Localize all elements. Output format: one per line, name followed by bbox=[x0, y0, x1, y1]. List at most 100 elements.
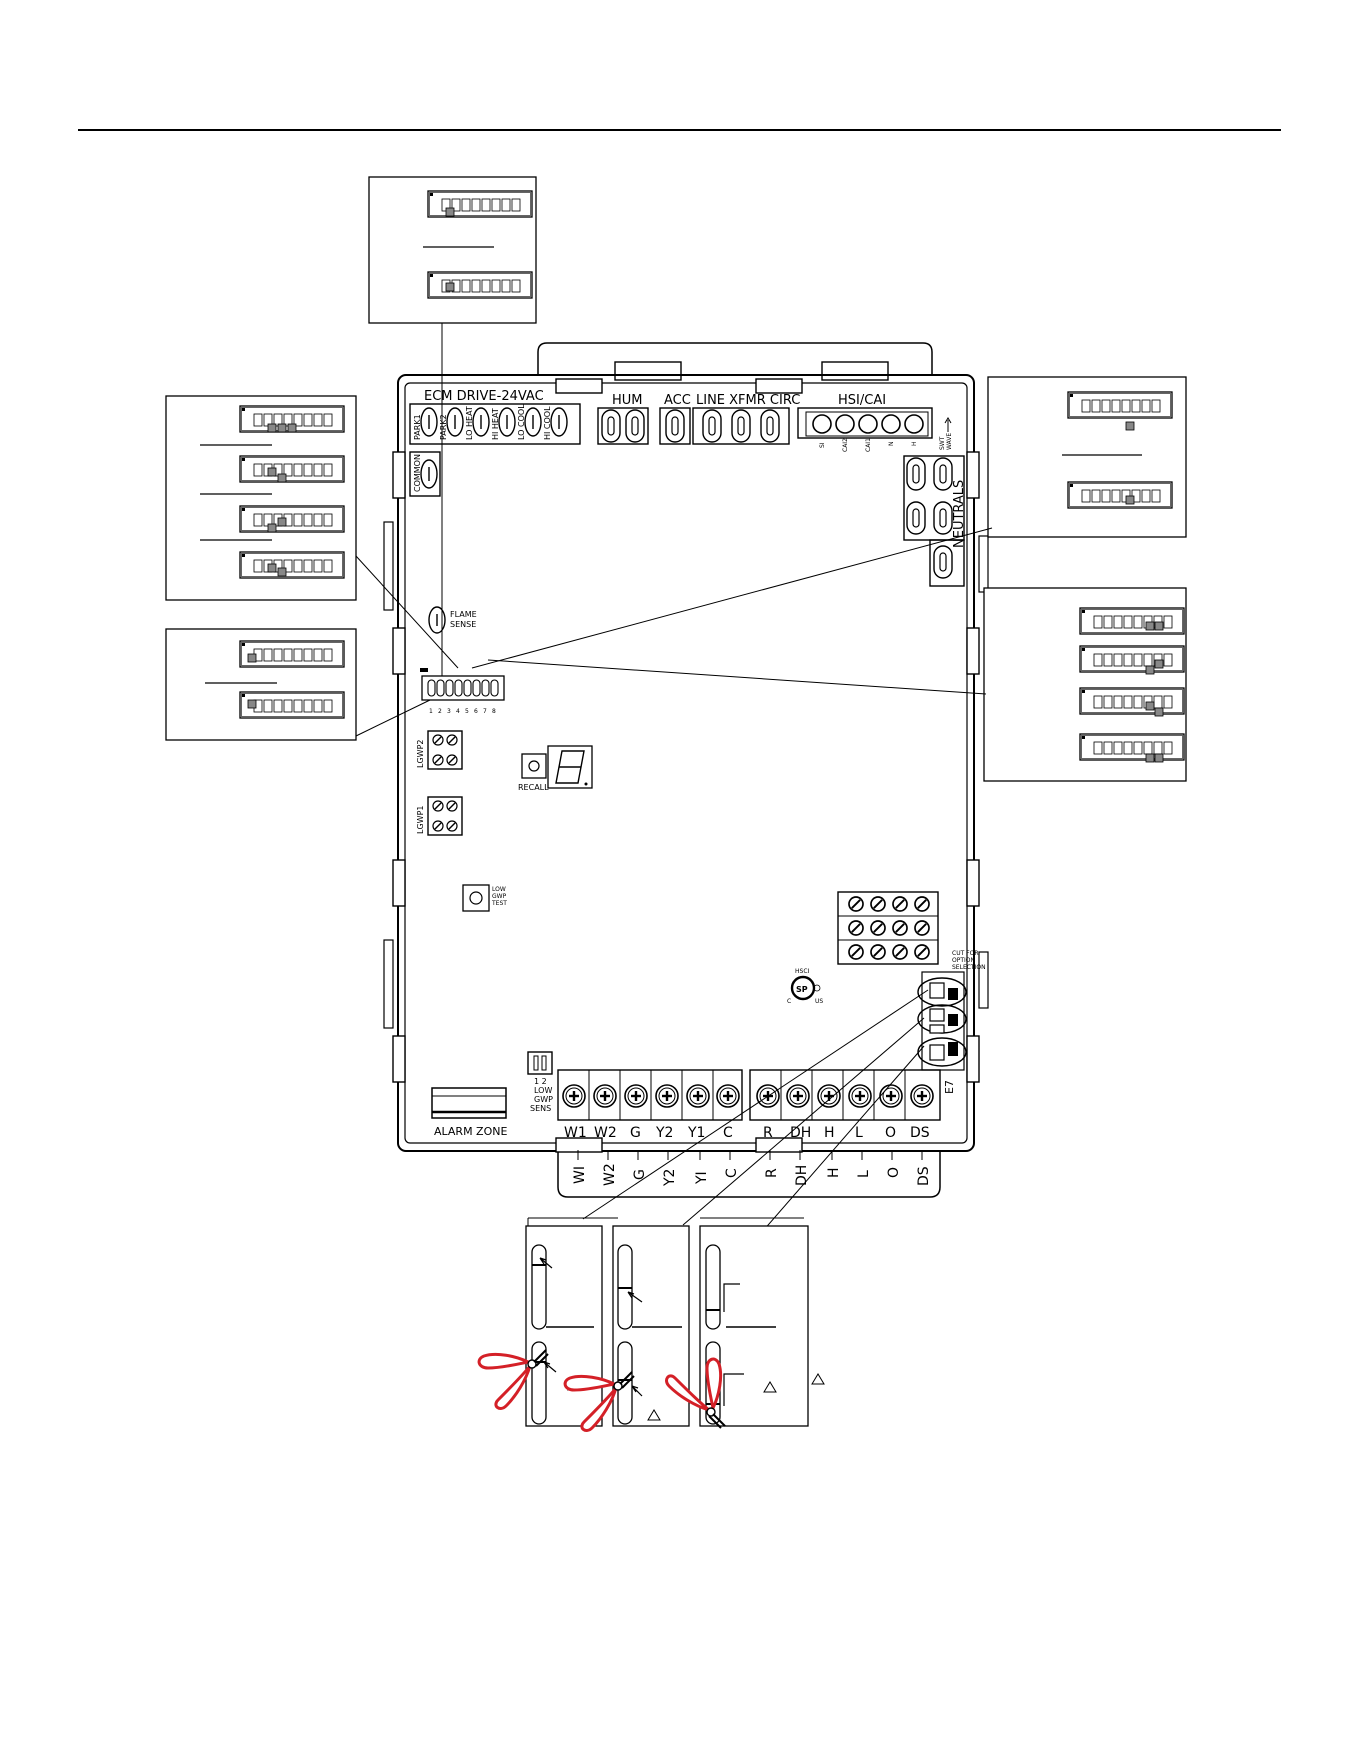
terminal-label-w1: W1 bbox=[564, 1125, 587, 1141]
ecm-tap-label-5: LO COOL bbox=[517, 404, 526, 440]
terminal-strip: W1 W2 G Y2 Y1 C R DH H L O DS E7 bbox=[557, 1069, 956, 1141]
recall-label: RECALL bbox=[518, 783, 549, 792]
dip-number-7: 7 bbox=[483, 708, 487, 715]
terminal-label-y2: Y2 bbox=[655, 1125, 673, 1141]
bottom-label-y2: Y2 bbox=[662, 1169, 678, 1187]
bottom-terminal-labels: WI W2 G Y2 YI C R DH H L O DS bbox=[572, 1150, 932, 1187]
dip-number-2: 2 bbox=[438, 708, 442, 715]
neutrals-label: NEUTRALS bbox=[952, 480, 967, 548]
terminal-label-y1: Y1 bbox=[687, 1125, 705, 1141]
ecm-tap-label-3: LO HEAT bbox=[465, 406, 474, 440]
hsci-label: HSCI bbox=[795, 968, 810, 975]
dip-number-4: 4 bbox=[456, 708, 460, 715]
recall-button[interactable]: RECALL bbox=[518, 753, 549, 792]
cut-for-option-line-2: OPTION bbox=[952, 957, 975, 964]
bottom-label-o: O bbox=[886, 1167, 902, 1178]
e7-label: E7 bbox=[943, 1080, 956, 1094]
flame-sense-line-1: FLAME bbox=[450, 610, 477, 619]
seven-segment-display bbox=[547, 745, 593, 789]
csa-certification-icon: HSCI SP C US bbox=[787, 968, 823, 1005]
hum-label: HUM bbox=[612, 393, 643, 408]
line-xfmr-circ-connector: LINE XFMR CIRC bbox=[692, 393, 800, 445]
flame-sense-line-2: SENSE bbox=[450, 620, 476, 629]
bottom-label-l: L bbox=[856, 1170, 872, 1178]
dip-number-6: 6 bbox=[474, 708, 478, 715]
ecm-tap-label-4: HI HEAT bbox=[491, 408, 500, 440]
low-gwp-sens-line-3: GWP bbox=[534, 1095, 553, 1104]
sw-wave-label: SWTWAVE bbox=[939, 433, 953, 450]
warning-triangle-icon bbox=[811, 1373, 825, 1385]
low-gwp-test-line-2: GWP bbox=[492, 893, 507, 900]
terminal-label-r: R bbox=[763, 1125, 773, 1141]
dip-number-8: 8 bbox=[492, 708, 496, 715]
ecm-tap-label-6: HI COOL bbox=[543, 406, 552, 440]
terminal-label-w2: W2 bbox=[594, 1125, 617, 1141]
bottom-label-yi: YI bbox=[694, 1171, 710, 1185]
low-gwp-test-line-1: LOW bbox=[492, 886, 506, 893]
hsi-pin-label-5: H bbox=[911, 441, 918, 446]
dip-number-5: 5 bbox=[465, 708, 469, 715]
cut-for-option-line-3: SELECTION bbox=[952, 964, 986, 971]
low-gwp-sens-line-1: 1 2 bbox=[534, 1077, 547, 1086]
bottom-label-g: G bbox=[632, 1169, 648, 1180]
dip-number-3: 3 bbox=[447, 708, 451, 715]
hsi-pin-label-1: SI bbox=[819, 442, 826, 448]
dip-number-1: 1 bbox=[429, 708, 433, 715]
terminal-label-ds: DS bbox=[910, 1125, 930, 1141]
callout-left-upper bbox=[165, 395, 357, 601]
bottom-label-w2: W2 bbox=[602, 1163, 618, 1186]
board-dip-switch[interactable]: 1 2 3 4 5 6 7 8 bbox=[420, 668, 505, 715]
terminal-label-h: H bbox=[824, 1125, 835, 1141]
ecm-drive-connector: ECM DRIVE-24VAC PARK1 PARK2 LO HEAT HI H… bbox=[409, 389, 581, 497]
lgwp1-label: LGWP1 bbox=[416, 806, 425, 834]
callout-right-lower bbox=[983, 587, 1187, 782]
acc-label: ACC bbox=[664, 393, 691, 408]
hsi-pin-label-3: CAI1 bbox=[865, 438, 872, 452]
bottom-label-wi: WI bbox=[572, 1166, 588, 1184]
common-label: COMMON bbox=[413, 454, 422, 492]
low-gwp-sens-line-4: SENS bbox=[530, 1104, 551, 1113]
option-screw-block bbox=[837, 891, 939, 965]
bottom-label-ds: DS bbox=[916, 1166, 932, 1186]
lgwp2-block: LGWP2 bbox=[416, 730, 463, 770]
bottom-label-dh: DH bbox=[794, 1165, 810, 1186]
ecm-drive-label: ECM DRIVE-24VAC bbox=[424, 389, 544, 404]
bottom-label-h: H bbox=[826, 1167, 842, 1178]
sw-wave-line-2: WAVE bbox=[946, 433, 953, 450]
bottom-label-r: R bbox=[764, 1168, 780, 1178]
hsi-pin-label-4: N bbox=[888, 442, 895, 447]
line-xfmr-circ-label: LINE XFMR CIRC bbox=[696, 393, 800, 408]
sw-wave-line-1: SWT bbox=[939, 436, 946, 450]
neutrals-connector: NEUTRALS bbox=[903, 455, 967, 587]
terminal-label-l: L bbox=[855, 1125, 863, 1141]
ecm-tap-label-1: PARK1 bbox=[413, 414, 422, 440]
cut-for-option-line-1: CUT FOR bbox=[952, 950, 979, 957]
alarm-zone-label: ALARM ZONE bbox=[434, 1125, 507, 1138]
hsi-cai-label: HSI/CAI bbox=[838, 393, 886, 408]
terminal-label-dh: DH bbox=[790, 1125, 811, 1141]
hum-connector: HUM bbox=[597, 393, 649, 445]
terminal-label-o: O bbox=[885, 1125, 896, 1141]
alarm-zone-connector: ALARM ZONE bbox=[431, 1087, 507, 1138]
cut-detail-panels bbox=[477, 1217, 825, 1432]
terminal-label-c: C bbox=[723, 1125, 733, 1141]
low-gwp-sens-line-2: LOW bbox=[534, 1086, 552, 1095]
warning-triangle-icon bbox=[763, 1381, 777, 1393]
lgwp1-block: LGWP1 bbox=[416, 796, 463, 836]
low-gwp-test-line-3: TEST bbox=[491, 900, 507, 907]
hsi-cai-connector: HSI/CAI SI CAI2 CAI1 N H SWTWAVE bbox=[797, 393, 953, 452]
warning-triangle-icon bbox=[647, 1409, 661, 1421]
control-board bbox=[383, 342, 989, 1198]
svg-text:US: US bbox=[815, 998, 823, 1005]
bottom-label-c: C bbox=[724, 1168, 740, 1178]
svg-text:C: C bbox=[787, 998, 791, 1005]
